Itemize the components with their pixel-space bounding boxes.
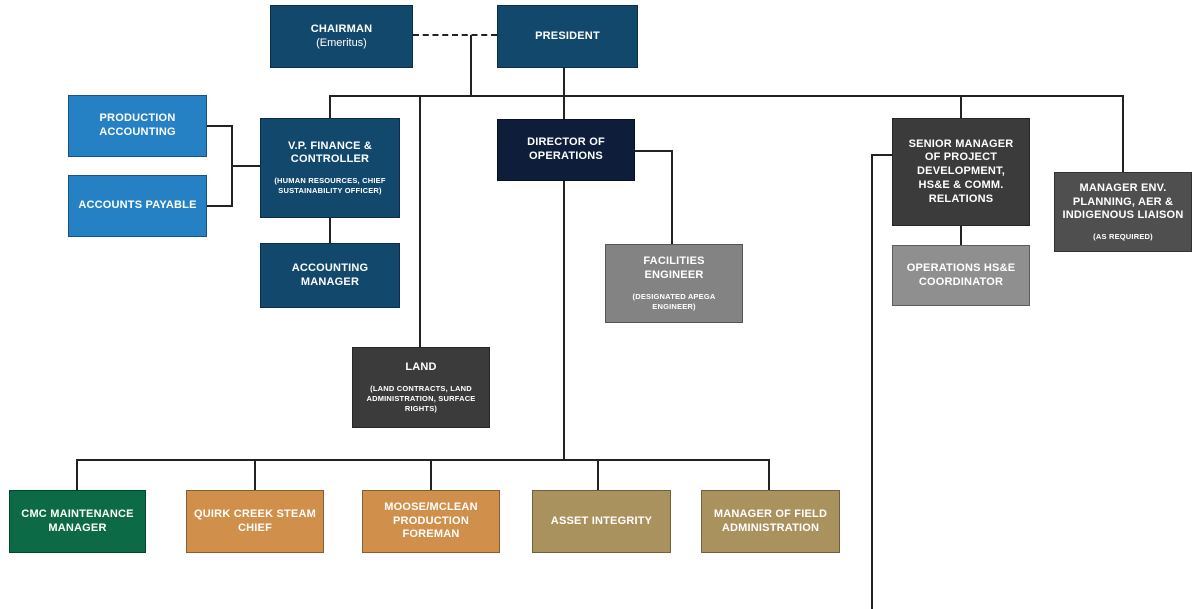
- node-title: LAND: [405, 360, 437, 373]
- node-title: ACCOUNTS PAYABLE: [78, 199, 197, 212]
- node-title: DIRECTOR OF OPERATIONS: [527, 136, 605, 162]
- node-title: ACCOUNTING MANAGER: [291, 261, 369, 288]
- node-title: MANAGER OF FIELD ADMINISTRATION: [713, 507, 828, 534]
- connector-line: [76, 459, 78, 490]
- node-note: (AS REQUIRED): [1093, 232, 1153, 242]
- node-operations-hse-coordinator: OPERATIONS HS&E COORDINATOR: [892, 245, 1030, 306]
- connector-line: [960, 226, 962, 245]
- connector-line: [871, 154, 873, 609]
- node-director-of-operations: DIRECTOR OF OPERATIONS: [497, 119, 635, 181]
- connector-line: [207, 205, 233, 207]
- node-president: PRESIDENT: [497, 5, 638, 68]
- connector-line: [430, 459, 432, 490]
- node-title: MOOSE/MCLEAN PRODUCTION FOREMAN: [384, 500, 478, 541]
- node-cmc-maintenance-manager: CMC MAINTENANCE MANAGER: [9, 490, 146, 553]
- node-title: PRODUCTION ACCOUNTING: [99, 112, 176, 138]
- node-title: CMC MAINTENANCE MANAGER: [21, 507, 134, 534]
- connector-line: [329, 218, 331, 243]
- node-subtitle: (Emeritus): [316, 36, 367, 49]
- connector-line: [76, 459, 770, 461]
- connector-line: [329, 95, 331, 118]
- node-moose-mclean-production-foreman: MOOSE/MCLEAN PRODUCTION FOREMAN: [362, 490, 500, 553]
- node-vp-finance-controller: V.P. FINANCE & CONTROLLER (HUMAN RESOURC…: [260, 118, 400, 218]
- node-title: V.P. FINANCE & CONTROLLER: [287, 139, 373, 166]
- connector-dashed-chairman-president: [413, 34, 497, 36]
- connector-line: [231, 165, 260, 167]
- node-title: SENIOR MANAGER OF PROJECT DEVELOPMENT, H…: [908, 137, 1014, 205]
- connector-line: [563, 181, 565, 461]
- connector-line: [207, 125, 233, 127]
- connector-line: [597, 459, 599, 490]
- node-title: PRESIDENT: [535, 29, 600, 42]
- node-title: ASSET INTEGRITY: [550, 514, 653, 527]
- node-manager-env-planning: MANAGER ENV. PLANNING, AER & INDIGENOUS …: [1054, 172, 1192, 252]
- connector-line: [768, 459, 770, 490]
- connector-line: [470, 35, 472, 96]
- connector-line: [563, 68, 565, 119]
- connector-line: [635, 150, 673, 152]
- connector-line: [1122, 95, 1124, 172]
- connector-line: [960, 95, 962, 118]
- node-note: (DESIGNATED APEGA ENGINEER): [632, 291, 716, 311]
- node-accounting-manager: ACCOUNTING MANAGER: [260, 243, 400, 308]
- node-title: MANAGER ENV. PLANNING, AER & INDIGENOUS …: [1062, 181, 1184, 222]
- node-accounts-payable: ACCOUNTS PAYABLE: [68, 175, 207, 237]
- connector-line: [254, 459, 256, 490]
- node-asset-integrity: ASSET INTEGRITY: [532, 490, 671, 553]
- connector-line: [329, 95, 1124, 97]
- connector-line: [671, 150, 673, 244]
- node-chairman: CHAIRMAN (Emeritus): [270, 5, 413, 68]
- node-title: FACILITIES ENGINEER: [643, 255, 705, 281]
- node-title: QUIRK CREEK STEAM CHIEF: [194, 507, 316, 534]
- node-land: LAND (LAND CONTRACTS, LAND ADMINISTRATIO…: [352, 347, 490, 428]
- connector-line: [419, 95, 421, 347]
- node-facilities-engineer: FACILITIES ENGINEER (DESIGNATED APEGA EN…: [605, 244, 743, 323]
- node-note: (HUMAN RESOURCES, CHIEF SUSTAINABILITY O…: [274, 176, 386, 196]
- node-note: (LAND CONTRACTS, LAND ADMINISTRATION, SU…: [366, 383, 476, 413]
- node-title: CHAIRMAN: [310, 22, 373, 35]
- node-manager-field-administration: MANAGER OF FIELD ADMINISTRATION: [701, 490, 840, 553]
- connector-line: [871, 154, 892, 156]
- node-senior-manager-project-development: SENIOR MANAGER OF PROJECT DEVELOPMENT, H…: [892, 118, 1030, 226]
- node-title: OPERATIONS HS&E COORDINATOR: [906, 261, 1016, 288]
- node-quirk-creek-steam-chief: QUIRK CREEK STEAM CHIEF: [186, 490, 324, 553]
- node-production-accounting: PRODUCTION ACCOUNTING: [68, 95, 207, 157]
